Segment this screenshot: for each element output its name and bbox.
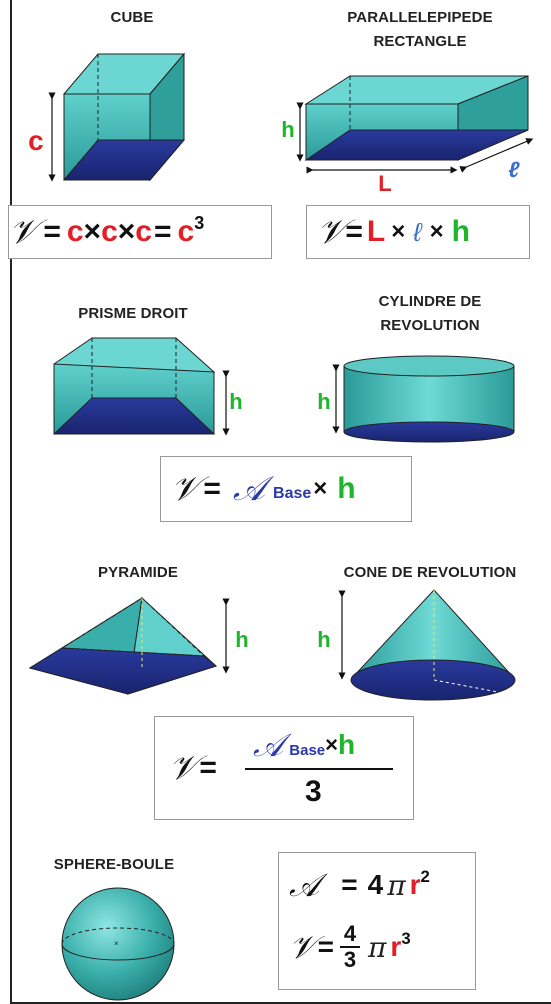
times-sign: × <box>117 215 136 248</box>
third-formula: 𝒱 = <box>169 747 223 789</box>
third-formula-box: 𝒱 = 𝒜 Base × h 3 <box>154 716 414 820</box>
sphere-shape: × <box>61 887 175 1001</box>
volume-symbol: 𝒱 <box>317 212 346 252</box>
prism-dim-h: h <box>229 389 243 414</box>
parallelepiped-dim-l: ℓ <box>508 157 520 182</box>
term-h: h <box>338 729 356 760</box>
cylinder-dim-h: h <box>317 389 331 414</box>
cube-dim-c: c <box>28 125 44 156</box>
fraction-denominator: 3 <box>343 947 357 972</box>
radius: r <box>390 931 402 962</box>
pyramid-title: PYRAMIDE <box>98 564 178 581</box>
equals-sign: = <box>317 931 335 962</box>
equals-sign: = <box>153 215 172 248</box>
parallelepiped-dim-L: L <box>378 171 392 196</box>
left-border-line <box>10 0 12 1004</box>
equals-sign: = <box>199 751 217 784</box>
parallelepiped-formula: 𝒱 = L × ℓ × h <box>317 212 470 252</box>
term-L: L <box>366 215 386 248</box>
area-symbol: 𝒜 <box>289 865 320 904</box>
parallelepiped-title-line1: PARALLELEPIPEDE <box>347 9 493 26</box>
cube-shape <box>48 52 186 182</box>
term-c3: c <box>135 215 152 248</box>
bottom-border-line <box>10 1002 551 1004</box>
cube-title: CUBE <box>110 9 154 26</box>
numerator: 𝒜 Base × h <box>253 725 355 765</box>
volume-symbol: 𝒱 <box>171 469 200 509</box>
area-symbol: 𝒜 <box>253 725 284 764</box>
prism-title: PRISME DROIT <box>78 305 188 322</box>
base-height-formula: 𝒱 = 𝒜 Base × h <box>171 469 356 509</box>
pyramid-dim-h: h <box>235 627 249 652</box>
equals-sign: = <box>345 215 363 248</box>
exponent: 2 <box>420 867 430 887</box>
times-sign: × <box>313 475 328 502</box>
pyramid-shape <box>28 596 230 695</box>
fraction-bar <box>340 946 361 948</box>
parallelepiped-title-line2: RECTANGLE <box>373 33 467 50</box>
fraction: 𝒜 Base × h 3 <box>245 725 393 815</box>
cube-formula: 𝒱 = c × c × c = c 3 <box>9 212 204 252</box>
cylinder-title-line1: CYLINDRE DE <box>378 293 482 310</box>
equals-sign: = <box>341 869 358 900</box>
term-h: h <box>451 215 470 248</box>
volume-fraction: 4 3 <box>340 921 361 972</box>
sphere-title: SPHERE-BOULE <box>53 856 175 873</box>
cone-title: CONE DE REVOLUTION <box>343 564 517 581</box>
volume-symbol: 𝒱 <box>289 927 316 966</box>
base-subscript: Base <box>289 741 326 759</box>
area-symbol: 𝒜 <box>232 469 266 509</box>
times-sign: × <box>83 215 102 248</box>
radius: r <box>409 869 421 900</box>
times-sign: × <box>325 732 338 757</box>
svg-text:×: × <box>114 939 119 948</box>
sphere-volume-formula: 𝒱 = 4 3 π r 3 <box>289 915 411 979</box>
exponent: 3 <box>401 929 411 949</box>
sphere-area-formula: 𝒜 = 4 π r 2 <box>289 865 430 905</box>
times-sign: × <box>429 218 444 245</box>
base-height-formula-box: 𝒱 = 𝒜 Base × h <box>160 456 412 522</box>
term-h: h <box>337 472 356 505</box>
pi-symbol: π <box>368 930 387 964</box>
coefficient: 4 <box>367 869 384 900</box>
denominator: 3 <box>305 773 322 811</box>
term-l: ℓ <box>413 216 422 247</box>
term-c-cubed: c <box>177 215 195 248</box>
term-c2: c <box>101 215 118 248</box>
equals-sign: = <box>203 472 221 505</box>
denominator-value: 3 <box>305 775 322 808</box>
parallelepiped-dim-h: h <box>281 117 295 142</box>
pi-symbol: π <box>387 868 406 902</box>
term-c1: c <box>66 215 84 248</box>
volume-symbol: 𝒱 <box>9 212 38 252</box>
cylinder-shape <box>332 355 515 443</box>
cube-formula-box: 𝒱 = c × c × c = c 3 <box>8 205 272 259</box>
fraction-numerator: 4 <box>343 921 357 946</box>
cylinder-title-line2: REVOLUTION <box>380 317 480 334</box>
volume-symbol: 𝒱 <box>169 748 198 788</box>
exponent: 3 <box>194 213 205 234</box>
cone-dim-h: h <box>317 627 331 652</box>
prism-shape <box>52 337 230 436</box>
cone-shape <box>338 589 516 701</box>
equals-sign: = <box>43 215 61 248</box>
times-sign: × <box>391 218 406 245</box>
base-subscript: Base <box>273 485 312 502</box>
parallelepiped-shape <box>296 75 534 174</box>
fraction-bar <box>245 768 393 770</box>
sphere-formula-box: 𝒜 = 4 π r 2 𝒱 = 4 3 π r 3 <box>278 852 476 990</box>
parallelepiped-formula-box: 𝒱 = L × ℓ × h <box>306 205 530 259</box>
